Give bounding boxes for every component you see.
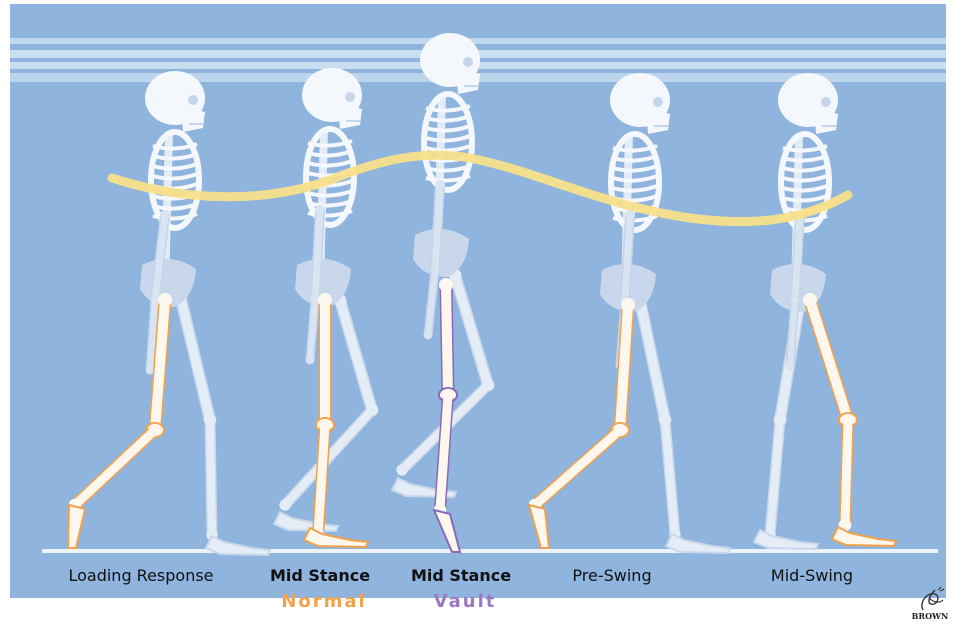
skeleton-figure bbox=[754, 73, 896, 549]
condition-label: Normal bbox=[281, 591, 366, 612]
center-of-mass-curve bbox=[112, 155, 848, 221]
condition-label: Vault bbox=[434, 591, 497, 612]
phase-label: Mid Stance bbox=[270, 566, 370, 585]
phase-label: Loading Response bbox=[68, 566, 213, 585]
skeleton-figure bbox=[274, 68, 378, 547]
logo-text: BROWN bbox=[905, 611, 955, 621]
brown-crest-icon bbox=[905, 584, 955, 614]
brown-university-logo: BROWN bbox=[905, 584, 955, 624]
skeleton-figure bbox=[68, 71, 270, 555]
phase-label: Mid Stance bbox=[411, 566, 511, 585]
skeleton-figure bbox=[392, 33, 494, 552]
phase-label: Pre-Swing bbox=[572, 566, 651, 585]
skeleton-figure bbox=[529, 73, 730, 553]
phase-label: Mid-Swing bbox=[771, 566, 853, 585]
